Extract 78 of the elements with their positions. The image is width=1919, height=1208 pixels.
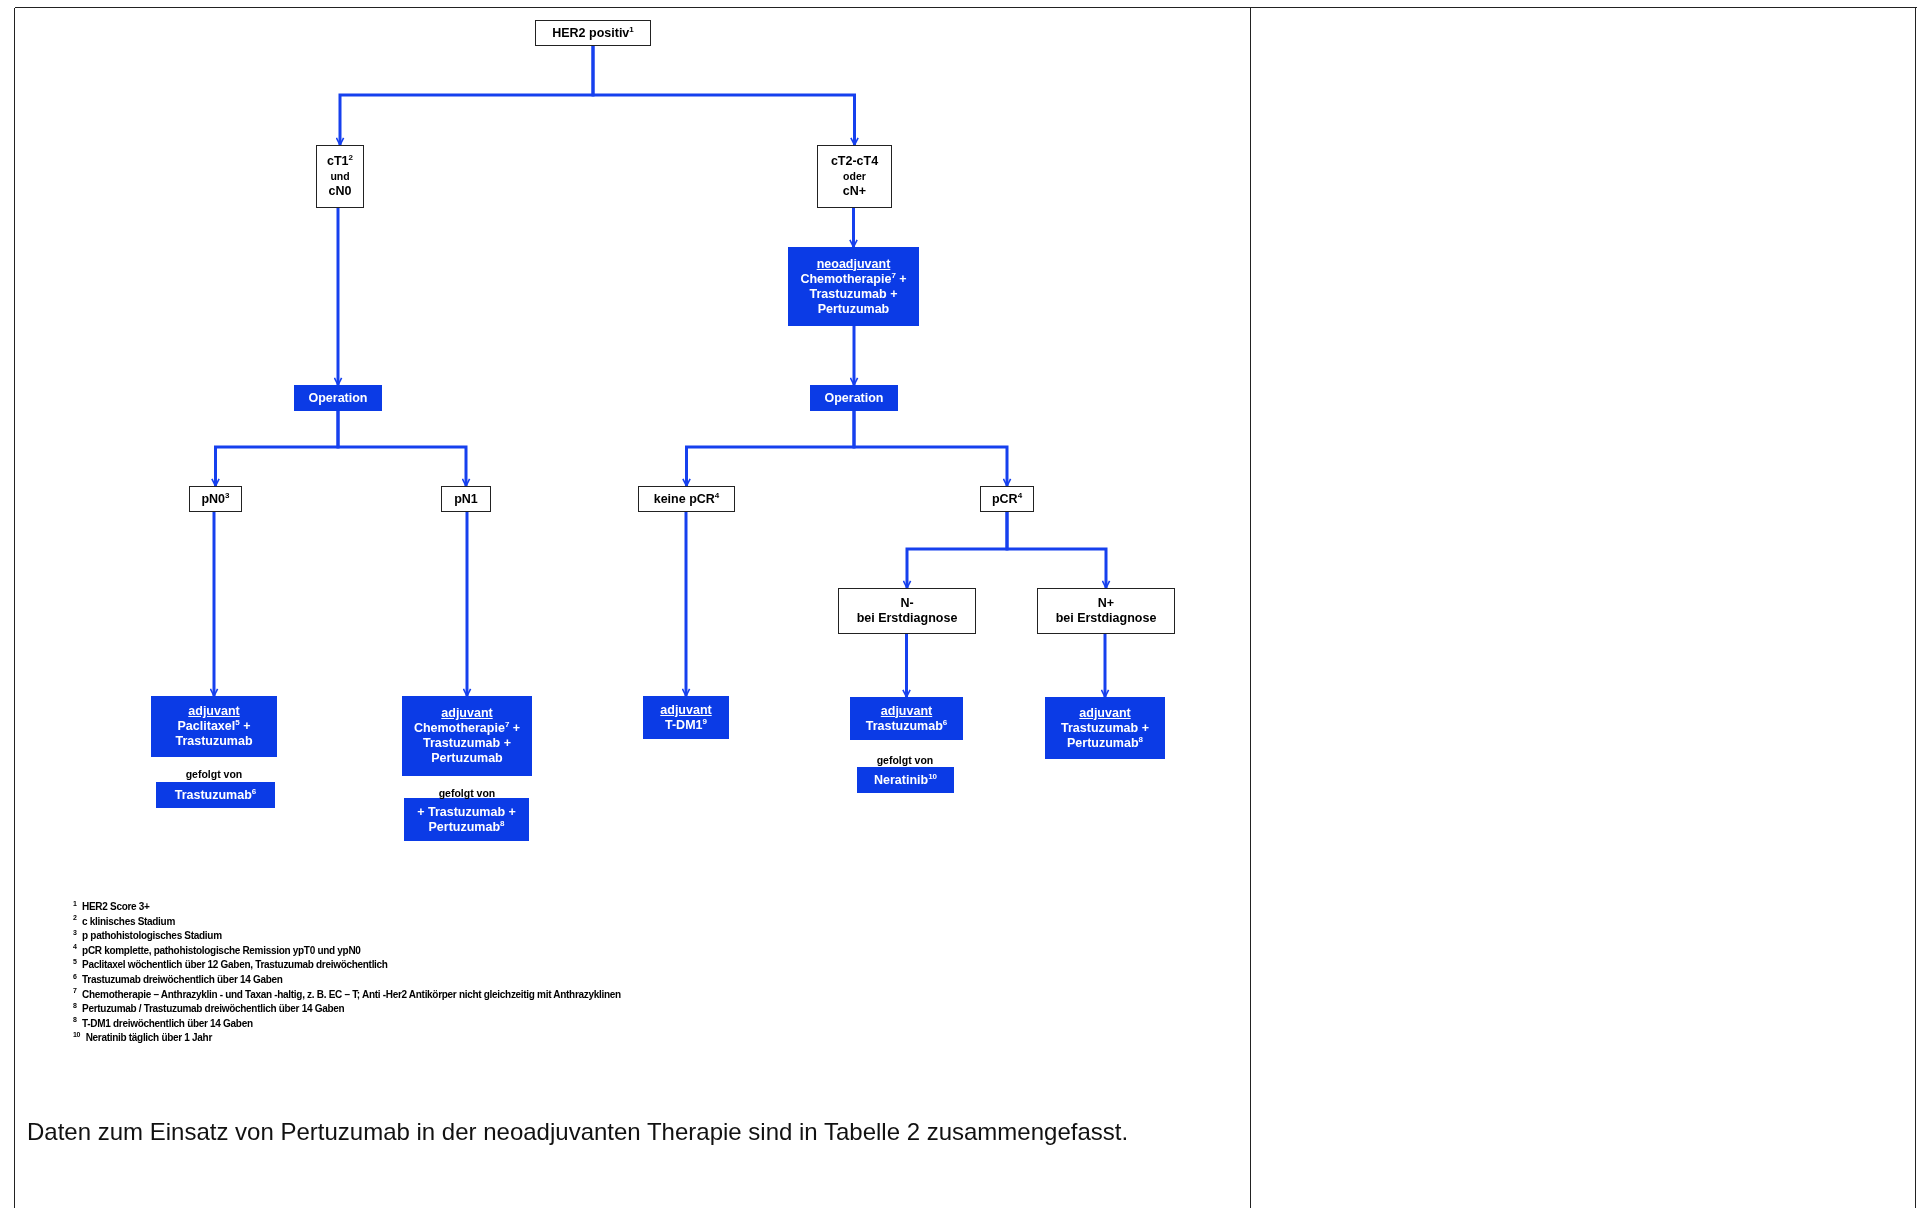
box-text: Trastuzumab$^{6}$ — [174, 787, 257, 803]
treatment-box — [294, 385, 382, 411]
decision-box — [316, 145, 364, 208]
box-text: Chemotherapie$^{7}$ + Trastuzumab + Pertuzumab — [799, 271, 908, 317]
box-text: cN0 — [328, 184, 352, 199]
treatment-box — [404, 798, 529, 841]
decision-box — [1037, 588, 1175, 634]
box-heading: adjuvant — [1079, 705, 1131, 721]
connector-note: gefolgt von — [185, 768, 243, 780]
treatment-box — [850, 697, 963, 740]
arrow — [849, 326, 859, 386]
box-text: Trastuzumab$^{6}$ — [865, 718, 948, 734]
treatment-box — [156, 782, 275, 808]
box-text: + Trastuzumab + Pertuzumab$^{8}$ — [416, 804, 517, 835]
footnote: $^{5}$ Paclitaxel wöchentlich über 12 Gaben, Trastuzumab dreiwöchentlich — [73, 958, 389, 973]
box-text: bei Erstdiagnose — [1055, 611, 1157, 626]
box-heading: adjuvant — [660, 702, 712, 718]
treatment-box — [788, 247, 919, 326]
arrow — [902, 634, 911, 698]
footnote: $^{8}$ T-DM1 dreiwöchentlich über 14 Gaben — [73, 1016, 254, 1031]
arrow — [462, 512, 472, 697]
arrow — [209, 512, 219, 697]
footnote: $^{7}$ Chemotherapie – Anthrazyklin - und Taxan -haltig, z. B. EC – T; Anti -Her2 Antikörper nicht gleichzeitig mit Anthrazyklinen — [73, 987, 621, 1002]
box-text: pCR$^{4}$ — [991, 491, 1023, 507]
caption-paragraph: Daten zum Einsatz von Pertuzumab in der neoadjuvanten Therapie sind in Tabelle 2 zusammengefasst. — [27, 1117, 1130, 1147]
decision-box — [980, 486, 1034, 512]
arrow — [336, 411, 471, 487]
footnote: $^{1}$ HER2 Score 3+ — [73, 900, 151, 914]
connector-note: gefolgt von — [438, 787, 496, 799]
treatment-box — [857, 767, 954, 793]
decision-box — [817, 145, 892, 208]
box-text: Chemotherapie$^{7}$ + Trastuzumab + Pertuzumab — [412, 721, 522, 766]
decision-box — [838, 588, 976, 634]
treatment-box — [1045, 697, 1165, 759]
decision-box — [638, 486, 735, 512]
box-text: HER2 positiv$^{1}$ — [552, 25, 634, 41]
box-text: Paclitaxel$^{5}$ + Trastuzumab — [174, 719, 254, 749]
box-text: N+ — [1097, 596, 1115, 611]
arrow — [852, 411, 1012, 487]
footnote: $^{3}$ p pathohistologisches Stadium — [73, 929, 223, 944]
decision-box — [535, 20, 651, 46]
box-text: T-DM1$^{9}$ — [665, 717, 707, 733]
box-text: bei Erstdiagnose — [856, 611, 958, 626]
decision-box — [189, 486, 242, 512]
arrow — [681, 512, 691, 697]
arrow — [591, 46, 859, 146]
arrow — [333, 208, 343, 386]
box-text: keine pCR$^{4}$ — [653, 491, 720, 507]
arrow — [849, 208, 858, 248]
box-text: oder — [843, 169, 866, 184]
box-text: Trastuzumab + Pertuzumab$^{8}$ — [1060, 720, 1150, 751]
box-text: pN0$^{3}$ — [201, 491, 230, 507]
footnote: $^{4}$ pCR komplette, pathohistologische Remission ypT0 und ypN0 — [73, 943, 362, 958]
arrow — [1100, 634, 1110, 698]
box-text: cT1$^{2}$ — [327, 154, 353, 169]
footnote: $^{10}$ Neratinib täglich über 1 Jahr — [73, 1031, 214, 1046]
box-text: cN+ — [842, 184, 867, 199]
box-text: und — [330, 169, 350, 184]
box-text: cT2-cT4 — [830, 154, 879, 169]
treatment-box — [402, 696, 532, 776]
box-heading: adjuvant — [880, 703, 933, 719]
box-heading: adjuvant — [188, 704, 240, 719]
box-text: Neratinib$^{10}$ — [873, 772, 938, 788]
footnote: $^{2}$ c klinisches Stadium — [73, 914, 176, 929]
treatment-box — [151, 696, 277, 757]
arrow — [1005, 512, 1111, 589]
box-text: pN1 — [454, 491, 478, 507]
treatment-box — [810, 385, 898, 411]
box-text: Operation — [824, 390, 884, 406]
connector-note: gefolgt von — [876, 754, 934, 766]
box-heading: neoadjuvant — [816, 256, 891, 272]
footnote: $^{8}$ Pertuzumab / Trastuzumab dreiwöchentlich über 14 Gaben — [73, 1002, 346, 1017]
decision-box — [441, 486, 491, 512]
footnote: $^{6}$ Trastuzumab dreiwöchentlich über 14 Gaben — [73, 972, 284, 987]
box-text: N- — [900, 596, 914, 611]
box-text: Operation — [308, 390, 368, 406]
treatment-box — [643, 696, 729, 739]
box-heading: adjuvant — [441, 706, 493, 721]
